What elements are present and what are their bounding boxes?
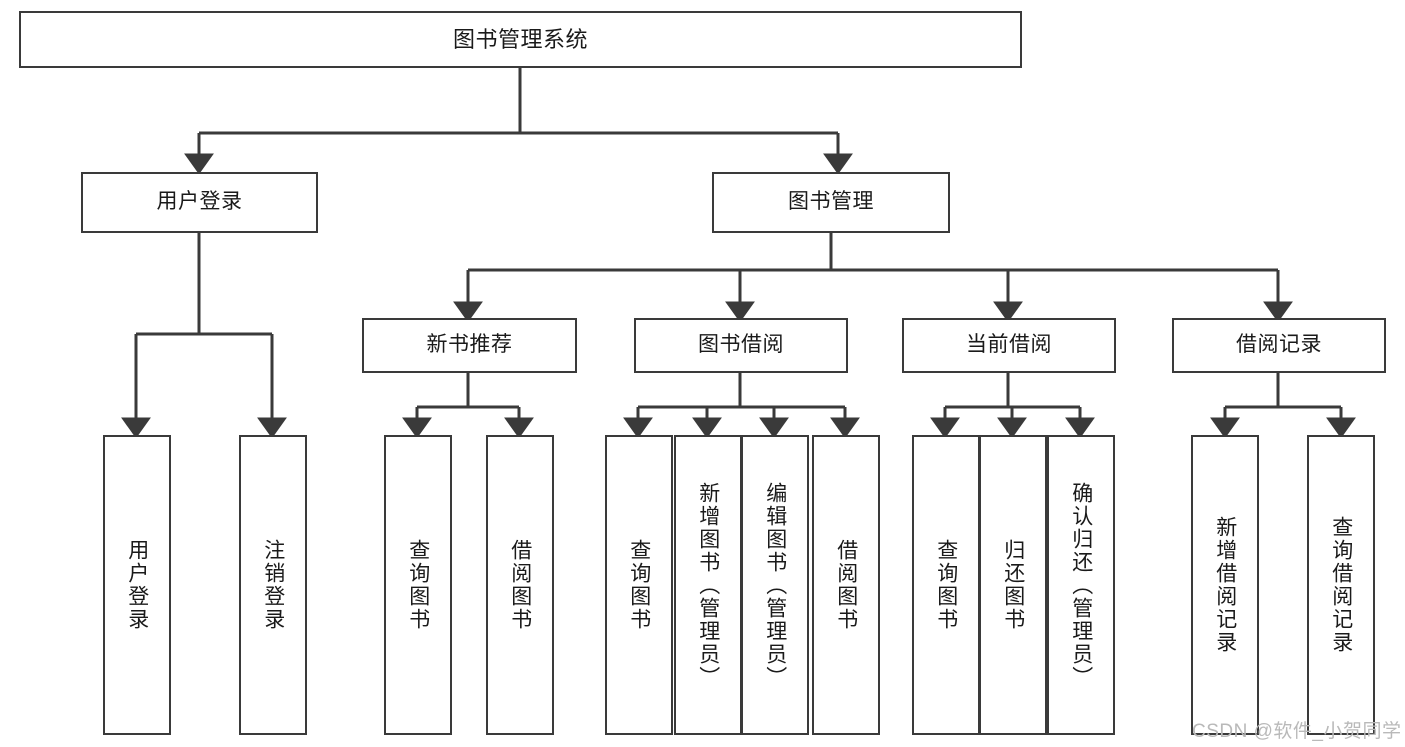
node-label: 用户登录	[156, 190, 243, 214]
node-new-book-recommend[interactable]: 新书推荐	[362, 318, 577, 373]
node-label: 确认归还（管理员）	[1069, 481, 1093, 689]
node-leaf-edit-book[interactable]: 编辑图书（管理员）	[741, 435, 809, 735]
node-book-management[interactable]: 图书管理	[712, 172, 950, 233]
node-label: 归还图书	[1001, 539, 1025, 631]
node-label: 新书推荐	[426, 333, 513, 357]
node-label: 编辑图书（管理员）	[763, 481, 787, 689]
node-label: 查询图书	[934, 539, 958, 631]
node-root-book-management-system[interactable]: 图书管理系统	[19, 11, 1022, 68]
node-label: 新增借阅记录	[1213, 516, 1237, 654]
node-leaf-query-book-recommend[interactable]: 查询图书	[384, 435, 452, 735]
node-label: 注销登录	[261, 539, 285, 631]
node-label: 用户登录	[125, 539, 149, 631]
node-leaf-borrow-book[interactable]: 借阅图书	[812, 435, 880, 735]
node-leaf-user-login[interactable]: 用户登录	[103, 435, 171, 735]
watermark-csdn: CSDN @软件_小贺同学	[1192, 721, 1402, 742]
node-label: 图书借阅	[698, 333, 784, 357]
node-label: 查询图书	[406, 539, 430, 631]
node-leaf-query-book-current[interactable]: 查询图书	[912, 435, 980, 735]
node-book-borrow[interactable]: 图书借阅	[634, 318, 848, 373]
node-leaf-query-book-borrow[interactable]: 查询图书	[605, 435, 673, 735]
node-leaf-confirm-return[interactable]: 确认归还（管理员）	[1047, 435, 1115, 735]
node-label: 查询借阅记录	[1329, 516, 1353, 654]
node-leaf-borrow-book-recommend[interactable]: 借阅图书	[486, 435, 554, 735]
node-leaf-return-book[interactable]: 归还图书	[979, 435, 1047, 735]
node-label: 借阅图书	[834, 539, 858, 631]
node-leaf-logout-login[interactable]: 注销登录	[239, 435, 307, 735]
node-label: 借阅图书	[508, 539, 532, 631]
node-label: 新增图书（管理员）	[696, 481, 720, 689]
node-user-login[interactable]: 用户登录	[81, 172, 318, 233]
node-label: 查询图书	[627, 539, 651, 631]
node-label: 当前借阅	[966, 333, 1052, 357]
node-label: 图书管理系统	[452, 26, 588, 52]
node-leaf-query-borrow-record[interactable]: 查询借阅记录	[1307, 435, 1375, 735]
node-leaf-add-borrow-record[interactable]: 新增借阅记录	[1191, 435, 1259, 735]
node-label: 图书管理	[788, 190, 874, 214]
node-current-borrow[interactable]: 当前借阅	[902, 318, 1116, 373]
node-label: 借阅记录	[1236, 333, 1322, 357]
node-borrow-record[interactable]: 借阅记录	[1172, 318, 1386, 373]
node-leaf-add-book[interactable]: 新增图书（管理员）	[674, 435, 742, 735]
